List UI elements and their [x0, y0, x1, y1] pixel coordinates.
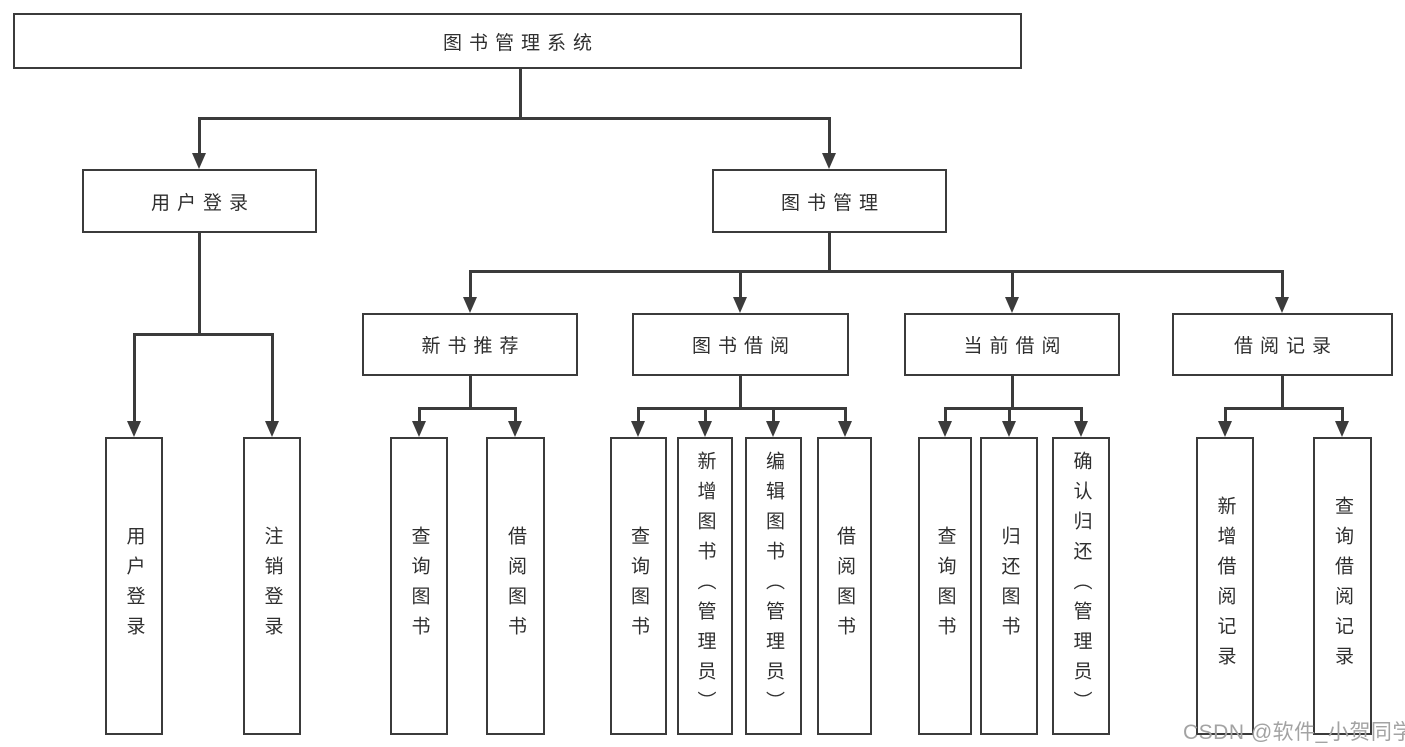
- connector-line: [1281, 376, 1284, 410]
- leaf-query-books-borrow: 查询图书: [610, 437, 667, 735]
- leaf-logout: 注销登录: [243, 437, 301, 735]
- connector-line: [198, 117, 201, 155]
- connector-line: [944, 407, 947, 423]
- node-book-borrow: 图书借阅: [632, 313, 849, 376]
- node-borrow-records: 借阅记录: [1172, 313, 1393, 376]
- connector-line: [828, 233, 831, 273]
- arrow-down-icon: [698, 421, 712, 437]
- arrow-down-icon: [1275, 297, 1289, 313]
- connector-line: [739, 376, 742, 410]
- leaf-add-books-admin: 新增图书（管理员）: [677, 437, 733, 735]
- connector-line: [637, 407, 640, 423]
- arrow-down-icon: [822, 153, 836, 169]
- connector-line: [828, 117, 831, 155]
- connector-line: [198, 117, 831, 120]
- arrow-down-icon: [508, 421, 522, 437]
- connector-line: [1011, 376, 1014, 410]
- connector-line: [1080, 407, 1083, 423]
- arrow-down-icon: [192, 153, 206, 169]
- arrow-down-icon: [1074, 421, 1088, 437]
- connector-line: [519, 69, 522, 120]
- leaf-query-books-recommend: 查询图书: [390, 437, 448, 735]
- connector-line: [1011, 270, 1014, 301]
- arrow-down-icon: [1218, 421, 1232, 437]
- node-user-login: 用户登录: [82, 169, 317, 233]
- connector-line: [637, 407, 847, 410]
- arrow-down-icon: [631, 421, 645, 437]
- node-library-system: 图书管理系统: [13, 13, 1022, 69]
- arrow-down-icon: [733, 297, 747, 313]
- leaf-query-books-current: 查询图书: [918, 437, 972, 735]
- arrow-down-icon: [1335, 421, 1349, 437]
- arrow-down-icon: [838, 421, 852, 437]
- leaf-return-books: 归还图书: [980, 437, 1038, 735]
- arrow-down-icon: [1005, 297, 1019, 313]
- leaf-borrow-books-recommend: 借阅图书: [486, 437, 545, 735]
- arrow-down-icon: [938, 421, 952, 437]
- node-new-book-recommend: 新书推荐: [362, 313, 578, 376]
- arrow-down-icon: [127, 421, 141, 437]
- connector-line: [944, 407, 1083, 410]
- connector-line: [469, 270, 472, 301]
- connector-line: [469, 270, 1284, 273]
- connector-line: [198, 233, 201, 336]
- csdn-watermark: CSDN @软件_小贺同学: [1183, 721, 1405, 744]
- connector-line: [1224, 407, 1227, 423]
- arrow-down-icon: [766, 421, 780, 437]
- connector-line: [469, 376, 472, 410]
- connector-line: [418, 407, 517, 410]
- node-book-management: 图书管理: [712, 169, 947, 233]
- connector-line: [1008, 407, 1011, 423]
- connector-line: [844, 407, 847, 423]
- leaf-query-borrow-record: 查询借阅记录: [1313, 437, 1372, 735]
- arrow-down-icon: [463, 297, 477, 313]
- leaf-edit-books-admin: 编辑图书（管理员）: [745, 437, 802, 735]
- node-current-borrow: 当前借阅: [904, 313, 1120, 376]
- connector-line: [704, 407, 707, 423]
- connector-line: [772, 407, 775, 423]
- leaf-add-borrow-record: 新增借阅记录: [1196, 437, 1254, 735]
- connector-line: [1341, 407, 1344, 423]
- connector-line: [418, 407, 421, 423]
- connector-line: [1281, 270, 1284, 301]
- connector-line: [1224, 407, 1344, 410]
- arrow-down-icon: [412, 421, 426, 437]
- arrow-down-icon: [1002, 421, 1016, 437]
- arrow-down-icon: [265, 421, 279, 437]
- connector-line: [514, 407, 517, 423]
- leaf-borrow-books: 借阅图书: [817, 437, 872, 735]
- leaf-user-login: 用户登录: [105, 437, 163, 735]
- leaf-confirm-return-admin: 确认归还（管理员）: [1052, 437, 1110, 735]
- connector-line: [739, 270, 742, 301]
- connector-line: [133, 333, 136, 423]
- connector-line: [133, 333, 274, 336]
- connector-line: [271, 333, 274, 423]
